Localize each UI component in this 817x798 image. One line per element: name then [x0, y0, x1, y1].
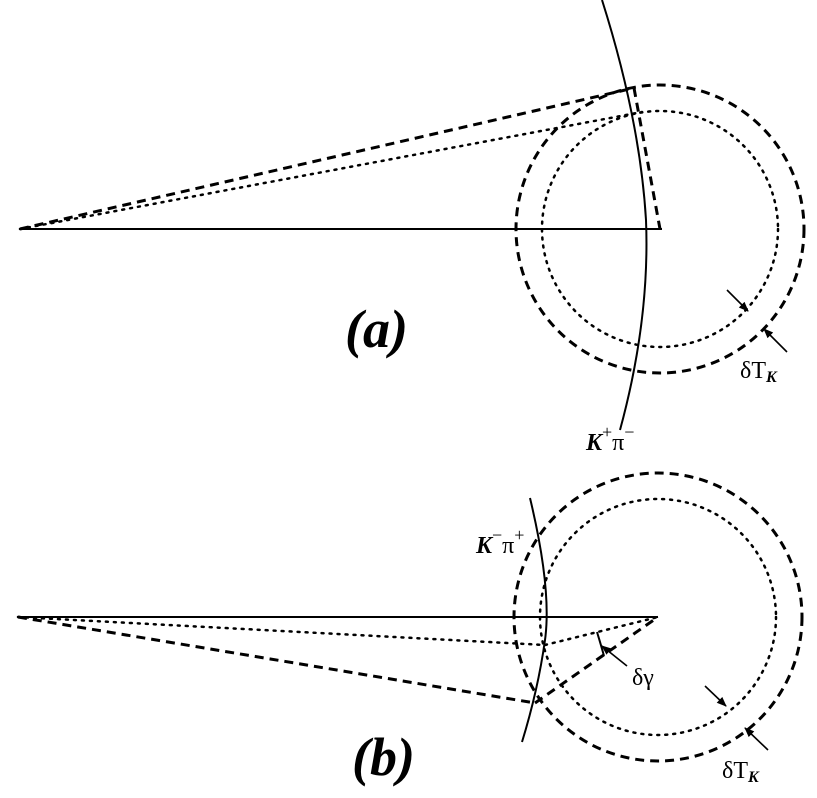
panel-a-dotted-ray	[18, 110, 644, 231]
panel-b-dashed-side	[534, 615, 659, 705]
panel-b-arrow-outer	[744, 727, 769, 751]
panel-b-angle-label: δγ	[632, 665, 654, 691]
panel-b-trajectory-curve	[521, 497, 548, 743]
panel-a-arrow-outer	[763, 328, 788, 353]
panel-a-inner-dotted-circle	[540, 109, 780, 349]
panel-b-angle-arc	[596, 631, 605, 657]
panel-a-outer-dashed-circle	[514, 83, 806, 375]
panel-b-outer-dashed-circle	[512, 471, 804, 763]
panel-a-curve-label: K+π−	[585, 422, 634, 456]
panel-b-dotted-side	[543, 615, 660, 647]
panel-b-label: (b)	[352, 727, 415, 787]
panel-b: K−π+ δγ (b) δTK	[16, 471, 804, 787]
panel-b-angle-arrow	[601, 645, 628, 667]
panel-b-dotted-ray	[16, 615, 547, 647]
panel-b-arrow-inner	[704, 685, 727, 707]
panel-b-dashed-ray	[17, 615, 536, 705]
panel-b-ring-label: δTK	[722, 758, 760, 786]
panel-a-trajectory-curve	[601, 0, 648, 431]
panel-a-label: (a)	[345, 299, 408, 359]
panel-a-dashed-side	[632, 87, 662, 230]
panel-a-dashed-ray	[19, 86, 635, 231]
panel-b-curve-label: K−π+	[475, 525, 524, 559]
panel-a: (a) δTK K+π−	[18, 0, 806, 456]
panel-a-ring-label: δTK	[740, 358, 778, 386]
panel-b-inner-dotted-circle	[538, 497, 778, 737]
panel-a-arrow-inner	[726, 289, 749, 312]
